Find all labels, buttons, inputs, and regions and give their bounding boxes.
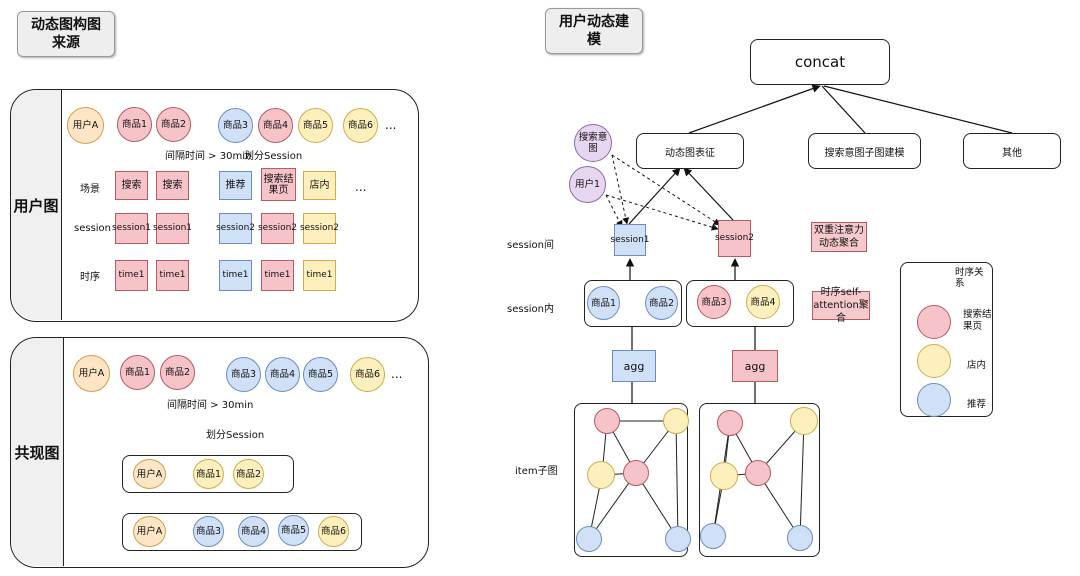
scene-store: 店内 bbox=[303, 171, 336, 200]
user-1-node: 用户1 bbox=[569, 166, 606, 203]
sg1-node-blue-right bbox=[665, 526, 691, 552]
session-cell-1: session1 bbox=[112, 213, 151, 244]
title-dynamic-modeling: 用户动态建 模 bbox=[545, 8, 643, 54]
split-label: 划分Session bbox=[244, 151, 303, 162]
session2-node: session2 bbox=[715, 220, 754, 257]
scene-search-1: 搜索 bbox=[115, 171, 148, 200]
session-cell-5: session2 bbox=[300, 213, 339, 244]
co-g1-item-2: 商品2 bbox=[233, 459, 264, 489]
co-gap-label: 间隔时间 > 30min bbox=[167, 400, 254, 411]
time-cell-1: time1 bbox=[115, 260, 148, 291]
row-label-inter-session: session间 bbox=[507, 240, 555, 251]
agg-node-2: agg bbox=[732, 350, 778, 382]
co-node-item-3: 商品3 bbox=[226, 357, 261, 392]
row-label-session: session bbox=[74, 223, 112, 234]
legend-label-store: 店内 bbox=[967, 360, 987, 371]
co-g2-item-5: 商品5 bbox=[278, 515, 309, 546]
node-item-3: 商品3 bbox=[218, 108, 253, 143]
node-item-1: 商品1 bbox=[117, 107, 152, 142]
sg1-node-red-center bbox=[623, 460, 649, 486]
session-cell-2: session1 bbox=[153, 213, 192, 244]
sg2-node-red-top bbox=[717, 410, 743, 436]
legend-swatch-recommend bbox=[917, 383, 951, 417]
co-node-user-a: 用户A bbox=[73, 355, 110, 392]
session-cell-4: session2 bbox=[258, 213, 297, 244]
time-cell-2: time1 bbox=[156, 260, 189, 291]
scene-recommend: 推荐 bbox=[219, 171, 252, 200]
note-temporal-attention: 时序self- attention聚合 bbox=[812, 287, 870, 324]
row-label-item-subgraph: item子图 bbox=[515, 466, 558, 477]
cooccur-graph-side-label: 共现图 bbox=[11, 338, 64, 566]
scene-ellipsis: ... bbox=[355, 180, 367, 194]
scene-search-2: 搜索 bbox=[156, 171, 189, 200]
scene-search-result: 搜索结 果页 bbox=[261, 168, 296, 201]
sg2-node-blue-right bbox=[787, 525, 813, 551]
row-label-scene: 场景 bbox=[80, 184, 100, 195]
intent-subgraph-node: 搜索意图子图建模 bbox=[808, 133, 921, 169]
row-label-intra-session: session内 bbox=[507, 304, 555, 315]
ellipsis: ... bbox=[385, 118, 397, 132]
legend-swatch-store bbox=[917, 344, 951, 378]
gap-label: 间隔时间 > 30min bbox=[165, 151, 252, 162]
node-item-5: 商品5 bbox=[298, 108, 333, 143]
co-split-label: 划分Session bbox=[206, 430, 265, 441]
session-cell-3: session2 bbox=[216, 213, 255, 244]
node-user-a: 用户A bbox=[67, 107, 104, 144]
inner-item-2: 商品2 bbox=[645, 286, 678, 320]
node-item-2: 商品2 bbox=[156, 107, 191, 142]
sg2-node-yellow-left bbox=[710, 462, 738, 490]
co-g2-item-6: 商品6 bbox=[318, 516, 349, 547]
legend-label-temporal: 时序关 系 bbox=[955, 267, 984, 289]
sg1-node-blue-left bbox=[576, 526, 602, 552]
item-subgraph-2 bbox=[699, 403, 820, 557]
legend-label-recommend: 推荐 bbox=[967, 399, 987, 410]
co-g1-user: 用户A bbox=[133, 459, 166, 489]
title-graph-source: 动态图构图 来源 bbox=[17, 11, 115, 57]
agg-node-1: agg bbox=[612, 350, 656, 382]
co-node-item-1: 商品1 bbox=[120, 355, 155, 390]
sg1-node-yellow-left bbox=[587, 461, 615, 489]
sg1-node-yellow-right bbox=[663, 408, 689, 434]
co-ellipsis: ... bbox=[391, 367, 403, 381]
concat-node: concat bbox=[750, 39, 890, 85]
dynamic-graph-repr-node: 动态图表征 bbox=[636, 133, 744, 169]
co-g2-item-3: 商品3 bbox=[193, 516, 224, 547]
co-node-item-5: 商品5 bbox=[303, 357, 338, 392]
search-intent-node: 搜索意 图 bbox=[574, 124, 612, 162]
inner-item-4: 商品4 bbox=[746, 285, 780, 319]
time-cell-5: time1 bbox=[303, 260, 336, 291]
co-node-item-2: 商品2 bbox=[160, 355, 195, 390]
user-graph-side-label: 用户图 bbox=[11, 90, 62, 320]
row-label-time: 时序 bbox=[80, 272, 100, 283]
legend-label-search-result: 搜索结 果页 bbox=[963, 309, 992, 332]
node-item-4: 商品4 bbox=[258, 108, 293, 143]
co-node-item-6: 商品6 bbox=[350, 357, 385, 392]
node-item-6: 商品6 bbox=[343, 108, 378, 143]
legend-swatch-search bbox=[917, 305, 951, 339]
sg2-node-blue-left bbox=[700, 523, 726, 549]
sg1-node-red-top bbox=[594, 408, 620, 434]
co-g1-item-1: 商品1 bbox=[193, 459, 224, 489]
item-subgraph-1 bbox=[574, 403, 688, 557]
other-node: 其他 bbox=[963, 133, 1061, 169]
time-cell-4: time1 bbox=[261, 260, 294, 291]
co-g2-user: 用户A bbox=[133, 516, 166, 547]
sg2-node-red-center bbox=[745, 460, 771, 486]
inner-item-3: 商品3 bbox=[697, 285, 731, 319]
time-cell-3: time1 bbox=[219, 260, 252, 291]
inner-item-1: 商品1 bbox=[587, 286, 620, 320]
note-dual-attention: 双重注意力 动态聚合 bbox=[811, 222, 867, 252]
sg2-node-yellow-right bbox=[790, 407, 818, 435]
co-g2-item-4: 商品4 bbox=[238, 516, 269, 547]
session1-node: session1 bbox=[610, 224, 650, 256]
co-node-item-4: 商品4 bbox=[265, 357, 300, 392]
